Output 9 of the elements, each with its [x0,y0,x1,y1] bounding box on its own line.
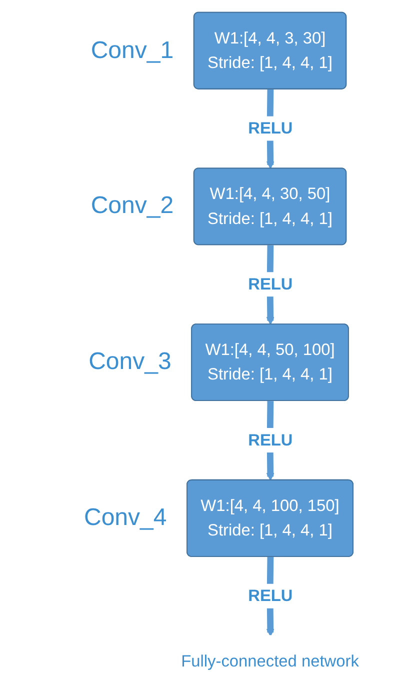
layer-label: Conv_2 [90,192,174,220]
node-text: Fully-connected network [181,652,359,670]
edge-label: RELU [248,118,293,138]
edge-label: RELU [248,586,293,605]
layer-label: Conv_1 [90,36,174,65]
layer-label: Conv_4 [84,504,167,532]
edge-label: RELU [248,430,293,449]
layer-label: Conv_3 [88,348,172,376]
edge-label: RELU [248,274,293,294]
